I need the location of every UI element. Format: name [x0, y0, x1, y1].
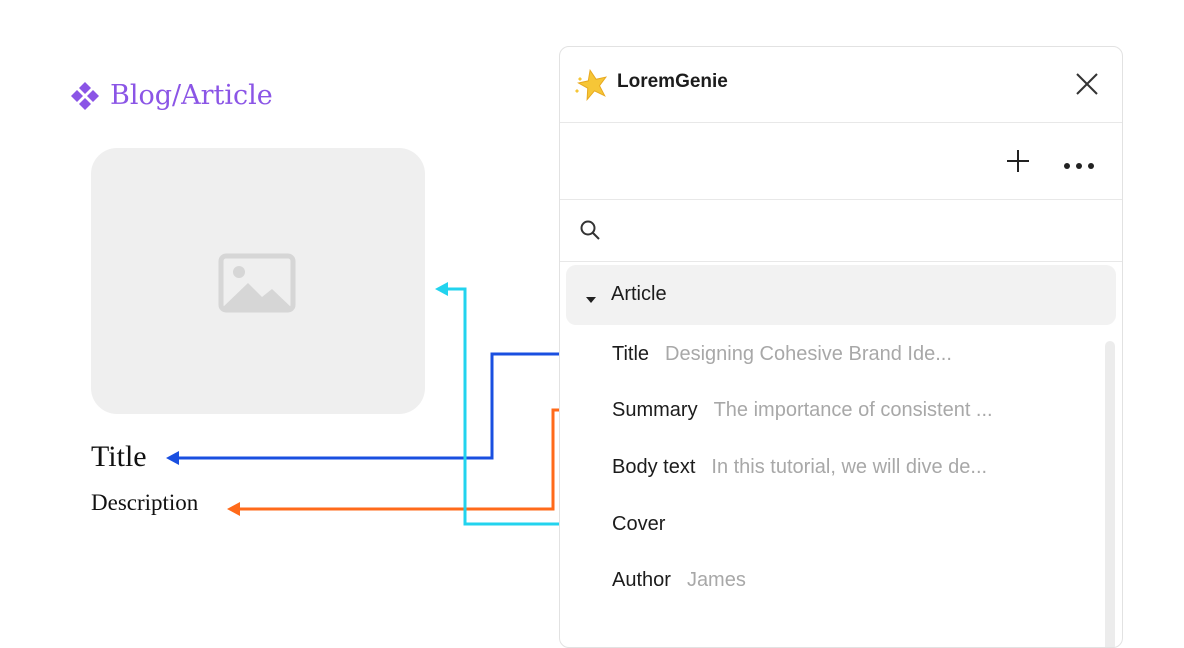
group-header-article[interactable]: Article: [566, 265, 1116, 325]
star-logo-icon: [574, 68, 608, 106]
preview-description: Description: [91, 490, 199, 515]
search-icon: [579, 219, 601, 246]
field-name: Body text: [612, 455, 696, 478]
more-dots-icon: [1064, 163, 1094, 169]
field-name: Summary: [612, 398, 698, 421]
scrollbar[interactable]: [1105, 341, 1115, 647]
cover-image-placeholder: [91, 148, 425, 414]
field-name: Cover: [612, 512, 666, 535]
app-name: LoremGenie: [617, 71, 728, 92]
field-name: Title: [612, 342, 650, 365]
field-row-author[interactable]: Author James: [612, 560, 1082, 600]
arrow-description: [227, 403, 605, 516]
field-row-cover[interactable]: Cover: [612, 504, 1082, 544]
caret-down-icon: [585, 291, 597, 309]
field-row-summary[interactable]: Summary The importance of consistent ...: [612, 390, 1082, 430]
panel-header: LoremGenie: [560, 47, 1122, 123]
add-button[interactable]: [1006, 149, 1030, 178]
image-icon: [218, 253, 296, 318]
more-options-button[interactable]: [1063, 157, 1095, 175]
group-label: Article: [611, 283, 667, 305]
preview-title: Title: [91, 440, 147, 473]
component-name: Blog/Article: [110, 80, 273, 111]
field-row-title[interactable]: Title Designing Cohesive Brand Ide...: [612, 334, 1082, 374]
field-row-body-text[interactable]: Body text In this tutorial, we will dive…: [612, 447, 1082, 487]
close-button[interactable]: [1074, 71, 1100, 102]
field-name: Author: [612, 568, 671, 591]
plus-icon: [1007, 150, 1029, 172]
component-label: Blog/Article: [68, 80, 273, 111]
field-value: James: [686, 568, 746, 591]
search-input[interactable]: [610, 212, 1104, 250]
component-diamond-icon: [68, 81, 102, 111]
field-value: Designing Cohesive Brand Ide...: [665, 342, 952, 365]
field-value: In this tutorial, we will dive de...: [711, 455, 988, 478]
search-bar: [560, 200, 1122, 262]
plugin-panel: LoremGenie: [559, 46, 1123, 648]
field-value: The importance of consistent ...: [713, 398, 993, 421]
panel-toolbar: [560, 123, 1122, 200]
close-icon: [1076, 73, 1098, 95]
